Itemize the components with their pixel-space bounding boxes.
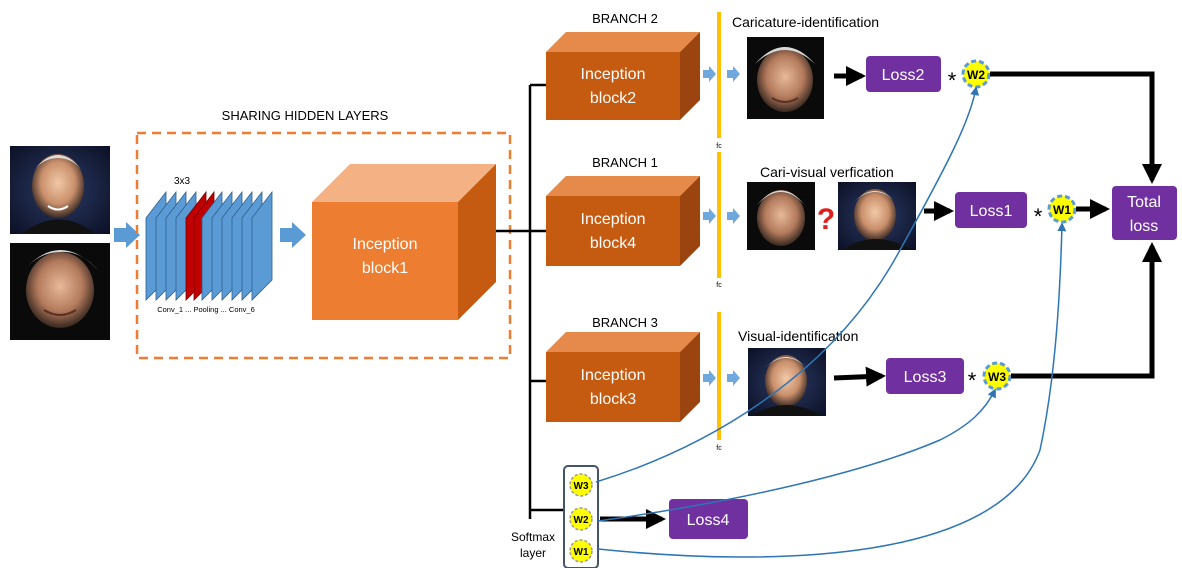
softmax-w3-label: W3 [574, 481, 589, 492]
inception-block4: Inception block4 [546, 176, 700, 266]
softmax-label-line1: Softmax [511, 530, 555, 544]
fc-branch1: fc [703, 152, 740, 289]
verification-question-mark: ? [817, 203, 835, 236]
weight-sharing-curves [595, 86, 1067, 558]
multiply-symbol-loss2: * [948, 68, 957, 93]
task-label-caricature-identification: Caricature-identification [732, 14, 879, 30]
task-label-visual-identification: Visual-identification [738, 328, 858, 344]
softmax-label-line2: layer [520, 546, 546, 560]
loss-arrows [600, 66, 954, 529]
multiply-symbol-loss3: * [968, 368, 977, 393]
inception-block3-line1: Inception [581, 367, 646, 384]
weight-w1-label: W1 [1053, 203, 1071, 217]
softmax-weight-w1: W1 [569, 539, 593, 563]
weight-w3-label: W3 [988, 370, 1006, 384]
multiply-symbol-loss1: * [1034, 204, 1043, 229]
fc-branch2: fc [703, 12, 740, 150]
loss1-label: Loss1 [970, 203, 1013, 220]
fc-label-branch3: fc [716, 445, 722, 452]
conv-to-inception-arrow [280, 222, 306, 248]
loss1-box: Loss1 [955, 192, 1027, 228]
inception-block2-line1: Inception [581, 66, 646, 83]
fc-label-branch2: fc [716, 143, 722, 150]
softmax-w2-label: W2 [574, 515, 589, 526]
input-arrow [114, 222, 140, 248]
photo-branch2-caricature [747, 37, 824, 119]
branch2-label: BRANCH 2 [592, 11, 658, 26]
loss2-box: Loss2 [866, 56, 941, 92]
loss3-label: Loss3 [904, 369, 947, 386]
softmax-weight-w3: W3 [569, 473, 593, 497]
task-label-cari-visual-verification: Cari-visual verfication [760, 164, 894, 180]
conv-stack [145, 190, 273, 301]
inception-block4-line1: Inception [581, 211, 646, 228]
inception-block1: Inception block1 [312, 164, 496, 320]
loss2-label: Loss2 [882, 67, 925, 84]
loss3-box: Loss3 [886, 358, 964, 394]
photo-branch1-real [838, 182, 916, 250]
total-loss-line1: Total [1127, 194, 1161, 211]
total-loss-box: Total loss [1112, 186, 1177, 240]
input-photo-real [10, 146, 110, 234]
weight-circle-w2: W2 [961, 59, 991, 89]
weight-w2-label: W2 [967, 68, 985, 82]
inception-block3: Inception block3 [546, 332, 700, 422]
total-loss-connectors [990, 71, 1162, 379]
input-photo-caricature [10, 243, 110, 340]
inception-block1-line1: Inception [353, 236, 418, 253]
total-loss-line2: loss [1130, 218, 1158, 235]
inception-block2-line2: block2 [590, 90, 636, 107]
loss4-label: Loss4 [687, 512, 730, 529]
weight-circle-w3: W3 [982, 361, 1012, 391]
weight-circle-w1: W1 [1047, 194, 1077, 224]
softmax-w1-label: W1 [574, 547, 589, 558]
kernel-size-label: 3x3 [174, 176, 191, 187]
inception-block3-line2: block3 [590, 391, 636, 408]
branch1-label: BRANCH 1 [592, 155, 658, 170]
branch3-label: BRANCH 3 [592, 315, 658, 330]
shared-layers-box [135, 131, 512, 360]
loss4-box: Loss4 [669, 499, 748, 539]
conv-stack-label: Conv_1 ... Pooling ... Conv_6 [157, 305, 255, 314]
softmax-weight-w2: W2 [569, 507, 593, 531]
fc-label-branch1: fc [716, 282, 722, 289]
inception-block4-line2: block4 [590, 235, 636, 252]
inception-block2: Inception block2 [546, 32, 700, 120]
photo-branch3-real [748, 348, 826, 416]
trunk-connectors [496, 83, 566, 519]
fc-branch3: fc [703, 312, 740, 452]
section-title: SHARING HIDDEN LAYERS [222, 108, 389, 123]
inception-block1-line2: block1 [362, 260, 408, 277]
photo-branch1-caricature [747, 182, 815, 250]
